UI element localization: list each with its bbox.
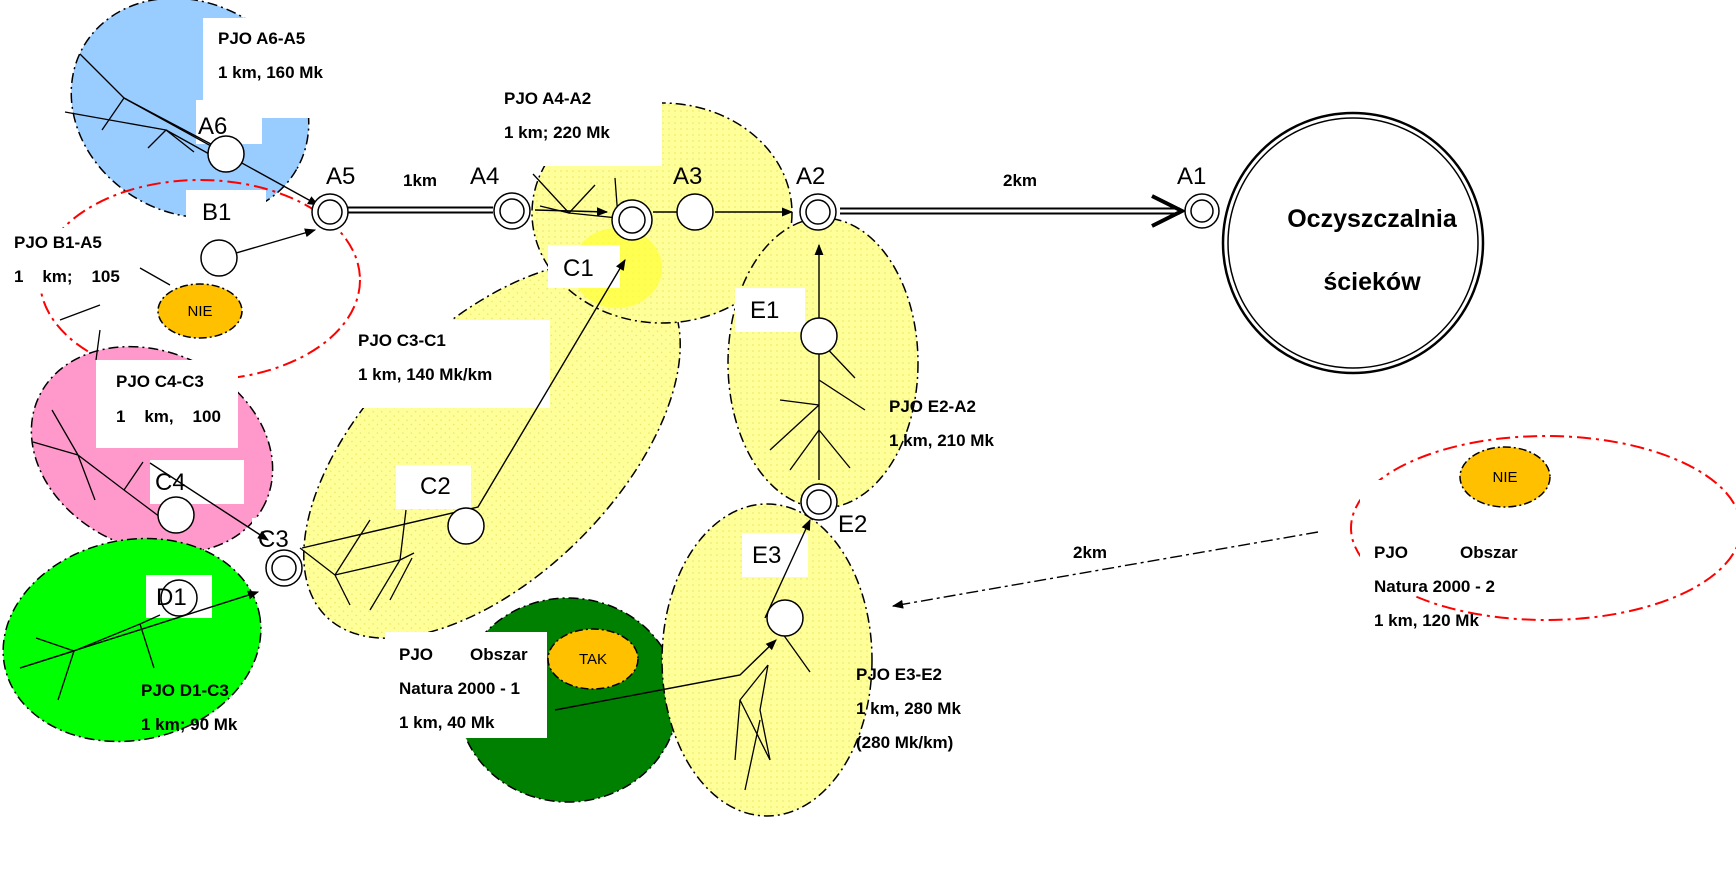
badge-tak: TAK xyxy=(547,628,639,690)
zone-natura-2000-2 xyxy=(1350,435,1736,621)
node-a2[interactable] xyxy=(799,193,837,231)
node-e1[interactable] xyxy=(800,317,838,355)
node-a6[interactable] xyxy=(207,135,245,173)
pjo-a6-a5-label: PJO A6-A5 1 km, 160 Mk xyxy=(218,29,323,82)
pjo-natura-2000-1-label: PJO Obszar Natura 2000 - 1 1 km, 40 Mk xyxy=(399,645,528,732)
svg-text:PJO A6-A5: PJO A6-A5 xyxy=(218,29,305,48)
label-a6: A6 xyxy=(198,113,227,140)
node-labels: A6 B1 A5 A4 A3 A2 A1 C1 E1 C4 C2 C3 D1 E… xyxy=(155,113,1206,611)
label-boxes xyxy=(0,18,1540,738)
svg-text:1 km, 120 Mk: 1 km, 120 Mk xyxy=(1374,611,1479,630)
badge-nie-right: NIE xyxy=(1459,446,1551,508)
pjo-d1-c3-label: PJO D1-C3 1 km; 90 Mk xyxy=(141,681,238,734)
svg-text:1 km, 280 Mk: 1 km, 280 Mk xyxy=(856,699,961,718)
label-c2: C2 xyxy=(420,473,451,500)
svg-text:PJO C4-C3: PJO C4-C3 xyxy=(116,372,204,391)
label-c1: C1 xyxy=(563,255,594,282)
node-c3[interactable] xyxy=(265,549,303,587)
plant-label-line1: Oczyszczalnia xyxy=(1287,205,1458,233)
svg-text:1 km, 100: 1 km, 100 xyxy=(116,407,221,426)
label-e2: E2 xyxy=(838,511,867,538)
svg-text:1 km; 105: 1 km; 105 xyxy=(14,267,120,286)
svg-text:NIE: NIE xyxy=(187,303,212,320)
nodes-plain xyxy=(157,135,838,637)
zone-e3-e2 xyxy=(661,503,873,817)
badge-nie-left: NIE xyxy=(157,283,243,339)
svg-text:PJO: PJO xyxy=(399,645,433,664)
label-a2: A2 xyxy=(796,163,825,190)
svg-text:1 km; 220 Mk: 1 km; 220 Mk xyxy=(504,123,610,142)
distance-natura2: 2km xyxy=(1073,543,1107,562)
zone-e2-a2 xyxy=(727,217,919,509)
pjo-natura-2000-2-label: PJO Obszar Natura 2000 - 2 1 km, 120 Mk xyxy=(1374,543,1518,630)
node-a5[interactable] xyxy=(311,193,349,231)
node-b1[interactable] xyxy=(200,239,238,277)
node-a3[interactable] xyxy=(676,193,714,231)
distance-a5-a4: 1km xyxy=(403,171,437,190)
pjo-c3-c1-label: PJO C3-C1 1 km, 140 Mk/km xyxy=(358,331,492,384)
node-a1[interactable] xyxy=(1184,193,1220,229)
label-a5: A5 xyxy=(326,163,355,190)
svg-text:1 km, 210 Mk: 1 km, 210 Mk xyxy=(889,431,994,450)
label-c4: C4 xyxy=(155,469,186,496)
svg-text:1 km; 90 Mk: 1 km; 90 Mk xyxy=(141,715,238,734)
svg-text:1 km, 40 Mk: 1 km, 40 Mk xyxy=(399,713,495,732)
label-a3: A3 xyxy=(673,163,702,190)
distance-a2-a1: 2km xyxy=(1003,171,1037,190)
svg-text:PJO C3-C1: PJO C3-C1 xyxy=(358,331,446,350)
label-c3: C3 xyxy=(258,526,289,553)
pjo-e3-e2-label: PJO E3-E2 1 km, 280 Mk (280 Mk/km) xyxy=(856,665,961,752)
svg-text:PJO A4-A2: PJO A4-A2 xyxy=(504,89,591,108)
svg-text:PJO: PJO xyxy=(1374,543,1408,562)
distance-labels: 1km 2km 2km xyxy=(403,171,1107,562)
svg-text:1 km, 160 Mk: 1 km, 160 Mk xyxy=(218,63,323,82)
treatment-plant[interactable]: Oczyszczalnia ścieków xyxy=(1221,111,1485,375)
node-c1[interactable] xyxy=(611,199,653,241)
label-e1: E1 xyxy=(750,297,779,324)
svg-text:Obszar: Obszar xyxy=(470,645,528,664)
nodes-double xyxy=(265,192,1220,587)
label-b1: B1 xyxy=(202,199,231,226)
svg-text:1 km, 140 Mk/km: 1 km, 140 Mk/km xyxy=(358,365,492,384)
label-a4: A4 xyxy=(470,163,499,190)
svg-text:NIE: NIE xyxy=(1492,469,1517,486)
pjo-a4-a2-label: PJO A4-A2 1 km; 220 Mk xyxy=(504,89,610,142)
plant-label-line2: ścieków xyxy=(1323,268,1421,296)
svg-text:PJO E2-A2: PJO E2-A2 xyxy=(889,397,976,416)
node-a4[interactable] xyxy=(493,192,531,230)
pjo-b1-a5-label: PJO B1-A5 1 km; 105 xyxy=(14,233,120,286)
node-c4[interactable] xyxy=(157,496,195,534)
svg-text:Natura 2000 - 2: Natura 2000 - 2 xyxy=(1374,577,1495,596)
node-c2[interactable] xyxy=(447,507,485,545)
svg-text:PJO B1-A5: PJO B1-A5 xyxy=(14,233,102,252)
svg-text:Natura 2000 - 1: Natura 2000 - 1 xyxy=(399,679,520,698)
node-e3[interactable] xyxy=(766,599,804,637)
svg-text:PJO D1-C3: PJO D1-C3 xyxy=(141,681,229,700)
pjo-e2-a2-label: PJO E2-A2 1 km, 210 Mk xyxy=(889,397,994,450)
svg-text:Obszar: Obszar xyxy=(1460,543,1518,562)
svg-text:TAK: TAK xyxy=(579,651,607,668)
svg-text:(280 Mk/km): (280 Mk/km) xyxy=(856,733,953,752)
label-a1: A1 xyxy=(1177,163,1206,190)
label-e3: E3 xyxy=(752,542,781,569)
node-e2[interactable] xyxy=(800,483,838,521)
natura-links xyxy=(891,531,1319,609)
label-d1: D1 xyxy=(156,584,187,611)
svg-text:PJO E3-E2: PJO E3-E2 xyxy=(856,665,942,684)
main-collector xyxy=(345,194,1187,228)
pjo-c4-c3-label: PJO C4-C3 1 km, 100 xyxy=(116,372,221,426)
node-d1[interactable] xyxy=(160,579,198,617)
